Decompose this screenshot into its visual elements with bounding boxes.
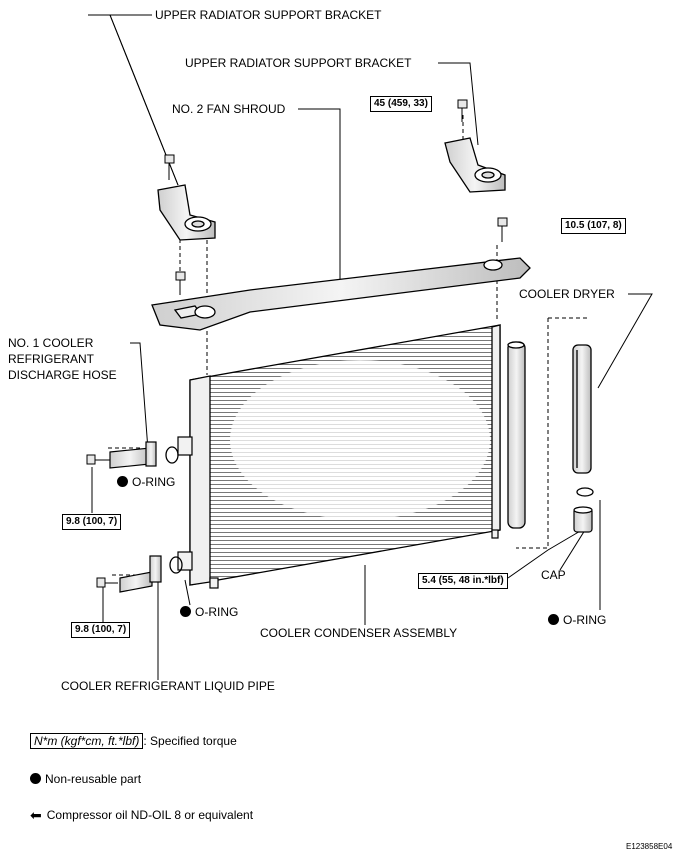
label-oring-2: O-RING — [180, 605, 238, 619]
label-discharge-hose-line3: DISCHARGE HOSE — [8, 368, 117, 382]
condenser-fittings — [177, 436, 499, 589]
label-oring-3: O-RING — [548, 613, 606, 627]
label-upper-bracket-left: UPPER RADIATOR SUPPORT BRACKET — [155, 8, 382, 22]
legend-compressor-oil: ⬅ Compressor oil ND-OIL 8 or equivalent — [30, 808, 253, 822]
nonreusable-dot-icon — [180, 606, 191, 617]
legend-nonreusable: Non-reusable part — [30, 772, 141, 786]
bolts — [86, 99, 508, 588]
discharge-hose-fitting — [109, 441, 157, 469]
label-oring-1: O-RING — [117, 475, 175, 489]
label-cap: CAP — [541, 568, 566, 582]
legend-nonreusable-text: Non-reusable part — [45, 772, 142, 786]
torque-box-5-4: 5.4 (55, 48 in.*lbf) — [418, 573, 508, 589]
label-discharge-hose-line2: REFRIGERANT — [8, 352, 95, 366]
o-rings — [165, 446, 594, 574]
legend-torque-box: N*m (kgf*cm, ft.*lbf) — [30, 733, 144, 749]
fan-shroud — [151, 257, 531, 331]
left-arrow-icon: ⬅ — [30, 807, 42, 823]
nonreusable-dot-icon — [30, 773, 41, 784]
torque-box-10-5: 10.5 (107, 8) — [561, 218, 626, 234]
torque-box-45: 45 (459, 33) — [370, 96, 432, 112]
nonreusable-dot-icon — [117, 476, 128, 487]
condenser-receiver-tank — [507, 341, 526, 529]
condenser-core — [189, 324, 501, 586]
legend-torque: N*m (kgf*cm, ft.*lbf): Specified torque — [30, 733, 237, 749]
upper-bracket-left — [157, 184, 216, 241]
figure-code: E123858E04 — [626, 842, 673, 851]
oring-2-text: O-RING — [195, 605, 239, 619]
cooler-dryer — [572, 344, 592, 474]
label-cooler-dryer: COOLER DRYER — [519, 287, 615, 301]
legend-torque-text: : Specified torque — [143, 734, 237, 748]
label-liquid-pipe: COOLER REFRIGERANT LIQUID PIPE — [61, 679, 275, 693]
label-discharge-hose-line1: NO. 1 COOLER — [8, 336, 94, 350]
label-upper-bracket-right: UPPER RADIATOR SUPPORT BRACKET — [185, 56, 412, 70]
leader-lines — [88, 14, 653, 680]
oring-3-text: O-RING — [563, 613, 607, 627]
torque-box-9-8-lower: 9.8 (100, 7) — [71, 622, 131, 638]
nonreusable-dot-icon — [548, 614, 559, 625]
oring-1-text: O-RING — [132, 475, 176, 489]
label-condenser: COOLER CONDENSER ASSEMBLY — [260, 626, 458, 640]
cap-plug — [573, 506, 593, 533]
label-fan-shroud: NO. 2 FAN SHROUD — [172, 102, 286, 116]
liquid-pipe-fitting — [119, 555, 162, 593]
legend-compressor-oil-text: Compressor oil ND-OIL 8 or equivalent — [46, 808, 254, 822]
upper-bracket-right — [444, 137, 506, 193]
torque-box-9-8-upper: 9.8 (100, 7) — [62, 514, 122, 530]
